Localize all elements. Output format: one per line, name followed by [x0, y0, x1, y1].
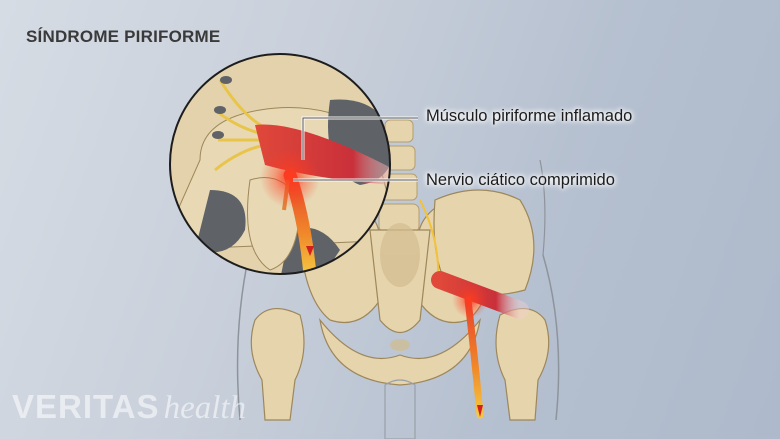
page-title: SÍNDROME PIRIFORME — [26, 27, 221, 46]
nerve-label: Nervio ciático comprimido — [426, 171, 615, 189]
logo-brand: VERITAS — [12, 388, 160, 425]
muscle-label: Músculo piriforme inflamado — [426, 107, 633, 125]
logo-suffix: health — [163, 390, 247, 426]
